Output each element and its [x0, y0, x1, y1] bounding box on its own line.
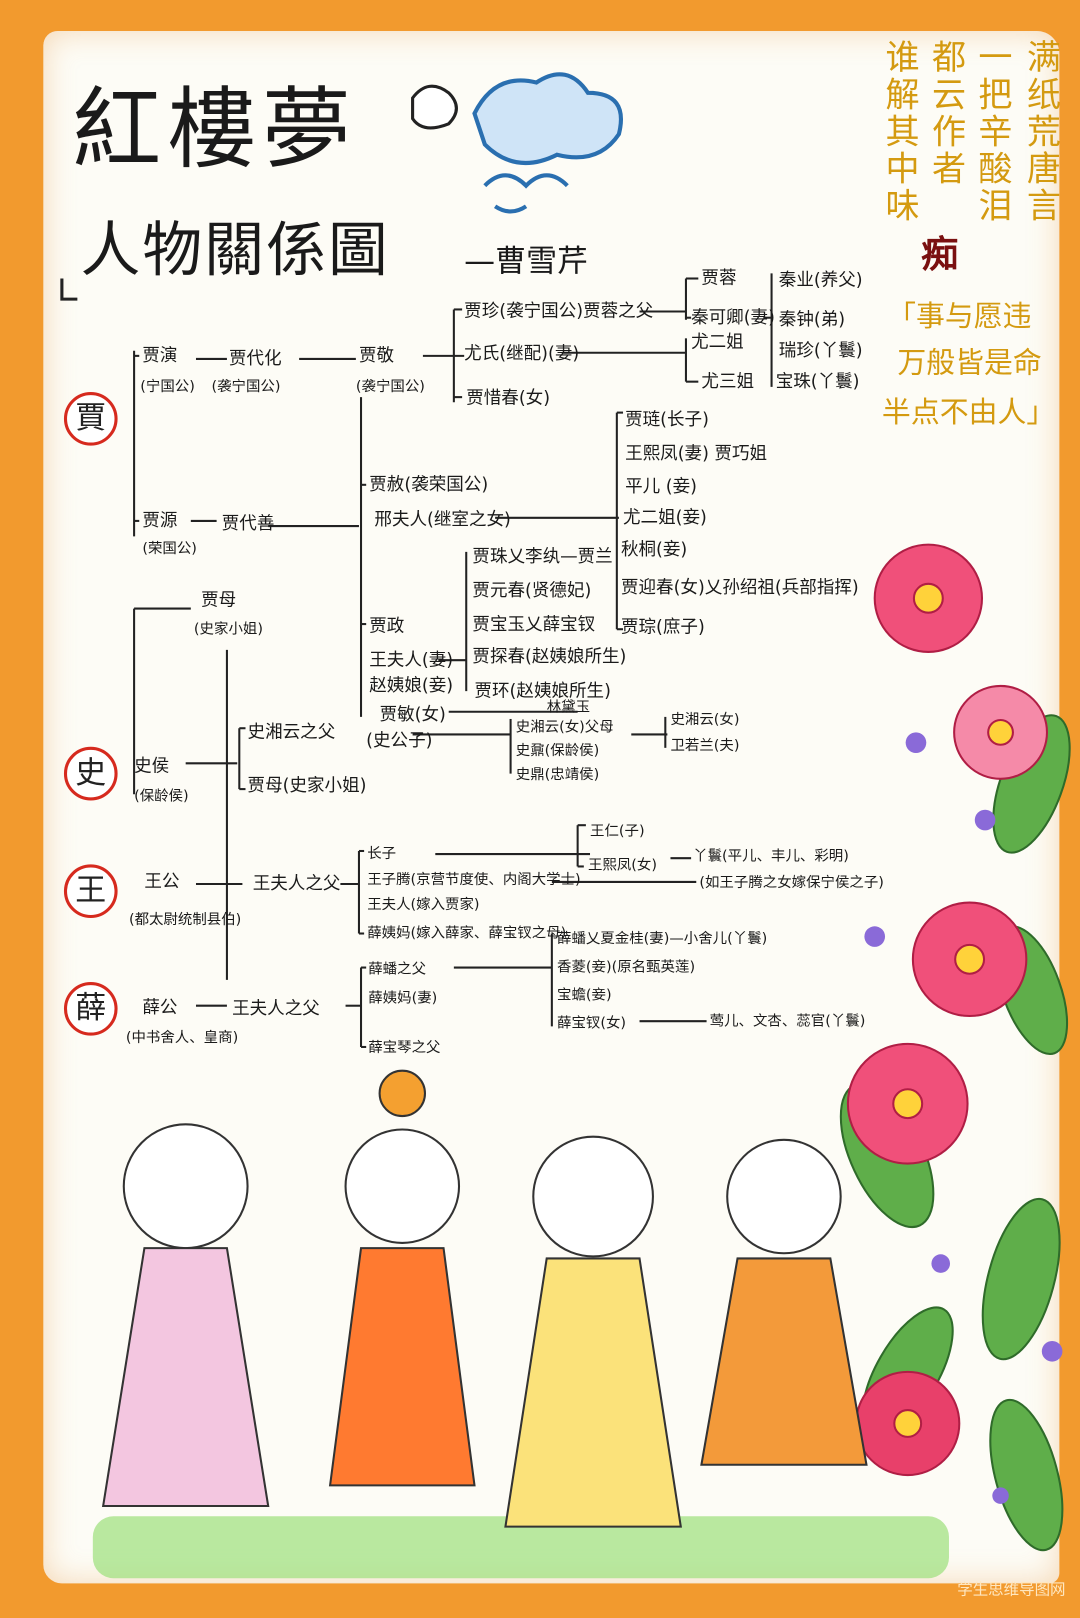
motto-line-3: 半点不由人」: [881, 395, 1056, 430]
node-shihou-title: (保龄侯): [134, 788, 189, 805]
node-jiamu-shi: 贾母(史家小姐): [247, 775, 367, 797]
node-daishan: 贾代善: [221, 513, 275, 535]
node-jiayuan-title: (荣国公): [142, 540, 197, 558]
node-baoyu: 贾宝玉乂薛宝钗: [472, 614, 596, 636]
node-xuegong: 薛公: [142, 997, 178, 1019]
poem-col-2: 一把辛酸泪: [972, 39, 1013, 225]
node-xue-father: 王夫人之父: [232, 998, 320, 1020]
node-baochan: 宝蟾(妾): [557, 987, 612, 1004]
node-jiajing-title: (袭宁国公): [355, 378, 425, 396]
node-you2: 尤二姐: [691, 332, 744, 353]
node-pinger: 平儿 (妾): [625, 476, 697, 498]
node-panfather: 薛蟠之父: [368, 961, 427, 978]
poem-col-4: 谁解其中味: [879, 39, 921, 225]
node-jiayuan: 贾源: [142, 510, 178, 532]
node-xiangyun: 史湘云(女): [670, 711, 740, 729]
node-wanggong-title: (都太尉统制县伯): [128, 911, 242, 929]
poem-col-3: 都云作者: [926, 39, 967, 188]
node-wanggong: 王公: [144, 871, 180, 893]
node-jiazhen: 贾珍(袭宁国公)贾蓉之父: [464, 301, 654, 322]
node-baoqinfather: 薛宝琴之父: [368, 1039, 441, 1057]
node-shiding: 史鼎(忠靖侯): [515, 766, 600, 783]
node-jiamu-title: (史家小姐): [193, 620, 263, 638]
node-huan: 贾环(赵姨娘所生): [474, 680, 611, 702]
node-cong: 贾琮(庶子): [620, 616, 705, 638]
node-wangren: 王仁(子): [590, 823, 645, 840]
title-sub: 人物關係圖: [80, 214, 390, 285]
node-qinye: 秦业(养父): [778, 270, 863, 291]
node-weiruolan: 卫若兰(夫): [670, 737, 740, 755]
poem-highlight: 痴: [921, 234, 959, 277]
author: —曹雪芹: [464, 243, 588, 280]
node-xifeng-wang: 王熙凤(女): [587, 857, 658, 874]
node-zhu: 贾珠乂李纨—贾兰: [472, 546, 613, 568]
node-xueyima-wang: 薛姨妈(嫁入薛家、薛宝钗之母): [367, 925, 567, 942]
node-jiamu: 贾母: [201, 590, 237, 611]
node-xueyima-xue: 薛姨妈(妻): [368, 990, 438, 1007]
node-xuegong-title: (中书舍人、皇商): [125, 1029, 239, 1046]
watermark: 学生思维导图网: [957, 1580, 1066, 1599]
node-you2b: 尤二姐(妾): [623, 507, 707, 529]
node-changzi: 长子: [367, 845, 397, 863]
node-wangfuren-wang: 王夫人(嫁入贾家): [367, 896, 480, 913]
node-baozhu: 宝珠(丫鬟): [775, 371, 860, 392]
node-ziteng: 王子腾(京营节度使、内阁大学士): [367, 871, 581, 889]
node-jiashe: 贾赦(袭荣国公): [369, 474, 489, 496]
node-xiangling: 香菱(妾)(原名甄英莲): [557, 959, 696, 976]
node-shigongzi: (史公子): [366, 730, 433, 751]
node-xing: 邢夫人(继室之女): [374, 509, 511, 531]
node-yingchun: 贾迎春(女)乂孙绍祖(兵部指挥): [620, 577, 859, 599]
motto-line-2: 万般皆是命: [897, 345, 1042, 380]
node-wangfuren: 王夫人(妻): [369, 649, 454, 671]
badge-xue: 薛: [63, 981, 118, 1036]
node-jiajing: 贾敬: [358, 345, 395, 367]
node-yinger: 莺儿、文杏、蕊官(丫鬟): [709, 1012, 866, 1030]
node-tanchun: 贾探春(赵姨娘所生): [472, 646, 627, 668]
node-lian: 贾琏(长子): [625, 409, 709, 431]
node-ruizhen: 瑞珍(丫鬟): [778, 340, 863, 362]
node-shihou: 史侯: [134, 756, 170, 777]
node-baochai: 薛宝钗(女): [557, 1014, 627, 1032]
node-shinai: 史鼐(保龄侯): [515, 742, 600, 760]
node-xiangyun-parents: 史湘云(女)父母: [515, 718, 614, 736]
node-jiayan: 贾演: [142, 345, 178, 367]
node-pan: 薛蟠乂夏金桂(妻)—小舍儿(丫鬟): [557, 930, 768, 947]
node-jiazheng: 贾政: [369, 615, 405, 637]
node-ziteng-daughter: (如王子腾之女嫁保宁侯之子): [699, 874, 884, 892]
title-main: 紅樓夢: [72, 78, 357, 182]
badge-shi: 史: [63, 746, 118, 801]
node-jiayan-title: (宁国公): [140, 378, 195, 396]
node-you3: 尤三姐: [701, 371, 755, 392]
node-xichun: 贾惜春(女): [466, 387, 551, 409]
node-xifeng: 王熙凤(妻) 贾巧姐: [625, 443, 768, 465]
node-daihua-title: (袭宁国公): [211, 378, 281, 396]
node-qinzhong: 秦钟(弟): [778, 309, 846, 331]
node-qinkeqing: 秦可卿(妻): [691, 307, 775, 329]
poem-col-1: 满纸荒唐言: [1021, 39, 1062, 225]
node-zhao: 赵姨娘(妾): [369, 675, 454, 697]
node-daihua: 贾代化: [228, 348, 282, 370]
node-qiutong: 秋桐(妾): [620, 539, 688, 561]
motto-line-1: 「事与愿违: [887, 299, 1032, 334]
node-wang-father: 王夫人之父: [252, 873, 341, 895]
node-daiyu: 林黛玉: [546, 699, 591, 716]
node-jiarong: 贾蓉: [701, 268, 737, 289]
node-yahuan: 丫鬟(平儿、丰儿、彩明): [693, 847, 849, 865]
node-youshi: 尤氏(继配)(妻): [464, 343, 580, 365]
node-yuanchun: 贾元春(贤德妃): [472, 580, 592, 602]
badge-jia: 賈: [63, 391, 118, 446]
badge-wang: 王: [63, 864, 118, 919]
node-jiamin: 贾敏(女): [379, 704, 446, 726]
node-xiangyun-father: 史湘云之父: [247, 722, 336, 743]
